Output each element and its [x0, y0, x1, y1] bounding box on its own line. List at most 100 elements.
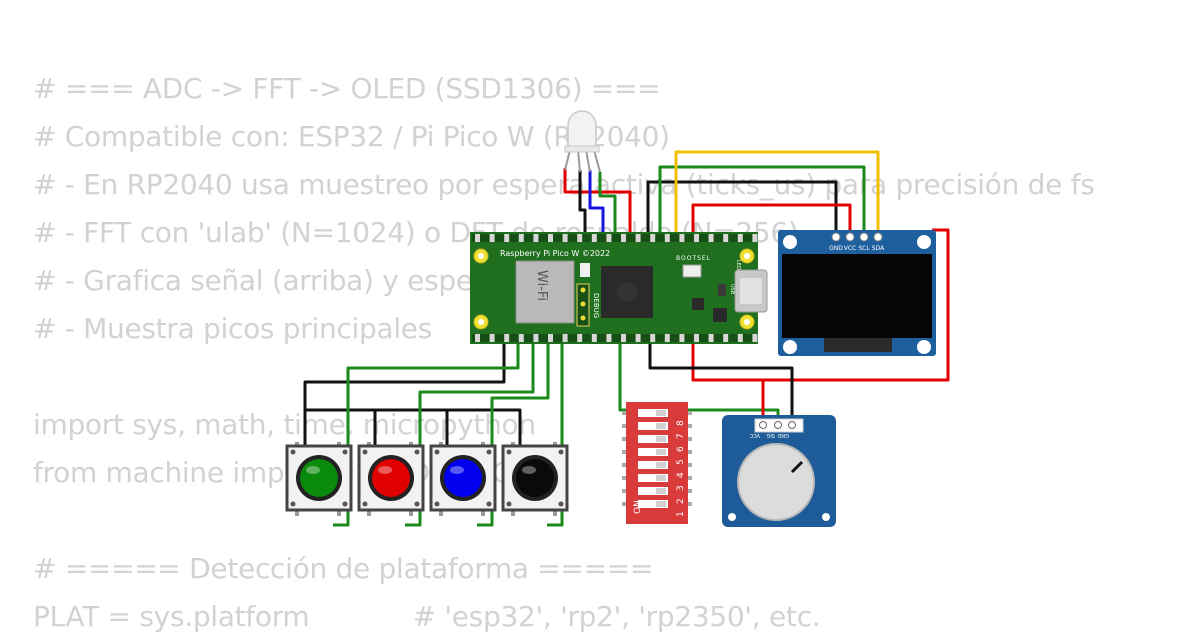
dip-toggle-knob: [656, 436, 666, 442]
wire-led-green[interactable]: [598, 172, 617, 238]
button-cap[interactable]: [444, 459, 482, 497]
wire-buttons-gnd-bus[interactable]: [305, 408, 522, 445]
dip-toggle-knob: [656, 488, 666, 494]
mount-hole: [822, 513, 830, 521]
bootsel-button[interactable]: [682, 264, 702, 278]
code-line: # === ADC -> FFT -> OLED (SSD1306) ===: [33, 72, 661, 105]
wire-oled-gnd[interactable]: [646, 180, 838, 238]
wire-button-black[interactable]: [547, 338, 564, 527]
pico-pin: [723, 334, 729, 342]
dip-toggle[interactable]: [638, 461, 668, 469]
pico-pin: [694, 334, 699, 342]
wire-oled-sda[interactable]: [674, 150, 880, 238]
pico-pin: [664, 334, 670, 342]
dip-toggle[interactable]: [638, 435, 668, 443]
raspberry-pi-pico-w[interactable]: Raspberry Pi Pico W ©2022 Wi-Fi DEBUG BO…: [470, 232, 768, 344]
button-cap[interactable]: [300, 459, 338, 497]
pico-pin: [489, 234, 495, 242]
pot-pin-label: SIG: [766, 432, 775, 438]
dip-toggle[interactable]: [638, 474, 668, 482]
pico-pin: [533, 234, 539, 242]
pico-top-pins: [472, 234, 756, 242]
pico-pin: [679, 334, 685, 342]
pico-pin: [475, 234, 480, 242]
dip-number: 2: [676, 498, 686, 504]
dip-pin: [688, 476, 692, 480]
dip-number: 6: [676, 446, 686, 452]
wire-oled-vcc[interactable]: [691, 203, 852, 238]
pico-pin: [504, 234, 510, 242]
dip-number: 5: [676, 459, 686, 465]
pico-pin: [752, 334, 758, 342]
code-line: PLAT = sys.platform # 'esp32', 'rp2', 'r…: [33, 600, 821, 633]
pico-pin: [548, 334, 553, 342]
push-button-blue[interactable]: [429, 442, 497, 516]
pico-pin: [635, 234, 641, 242]
dip-pin: [622, 476, 626, 480]
mount-hole: [783, 235, 797, 249]
pico-pin-headers: [475, 234, 758, 342]
wire-led-red[interactable]: [563, 168, 632, 238]
wire-button-blue[interactable]: [477, 338, 550, 527]
pico-pin: [635, 334, 641, 342]
dip-toggle-knob: [656, 449, 666, 455]
push-button-black[interactable]: [501, 442, 569, 516]
dip-toggle-knob: [656, 501, 666, 507]
pico-bottom-pins: [472, 334, 756, 342]
dip-pin: [688, 489, 692, 493]
dip-pin: [688, 450, 692, 454]
wire-power-red[interactable]: [691, 228, 950, 382]
dip-toggle[interactable]: [638, 448, 668, 456]
wire-led-blue[interactable]: [588, 170, 605, 238]
potentiometer[interactable]: VCC SIG GND: [722, 415, 836, 527]
wire-pot-gnd[interactable]: [648, 338, 794, 420]
dip-toggle[interactable]: [638, 500, 668, 508]
push-button-green[interactable]: [285, 442, 353, 516]
pot-pin-label: VCC: [749, 432, 760, 438]
push-buttons: [285, 442, 569, 516]
pico-pin: [606, 234, 612, 242]
wire-led-black[interactable]: [578, 170, 587, 238]
wire-button-red[interactable]: [405, 338, 535, 527]
usb-label: USB: [729, 284, 735, 295]
wire-buttons-gnd[interactable]: [303, 338, 506, 445]
dip-pin: [622, 489, 626, 493]
oled-ssd1306[interactable]: GND VCC SCL SDA: [778, 230, 936, 356]
wire-button-green[interactable]: [333, 338, 520, 527]
oled-pin-header: GND VCC SCL SDA: [829, 232, 885, 252]
pico-pin: [577, 334, 583, 342]
dip-number: 4: [676, 472, 686, 478]
pico-pin: [562, 234, 568, 242]
wire-oled-scl[interactable]: [658, 165, 866, 238]
dip-toggle[interactable]: [638, 487, 668, 495]
pico-pin: [591, 234, 597, 242]
pot-knob[interactable]: [737, 443, 815, 521]
dip-toggle[interactable]: [638, 422, 668, 430]
oled-screen: [782, 254, 932, 338]
oled-ribbon: [824, 338, 892, 352]
mount-hole: [917, 340, 931, 354]
rgb-led[interactable]: [564, 110, 601, 173]
pico-pin: [548, 234, 553, 242]
pot-knob-indicator: [790, 460, 804, 474]
code-line: # ===== Detección de plataforma =====: [33, 552, 654, 585]
wifi-module: [515, 260, 575, 324]
pico-pin: [606, 334, 612, 342]
dip-pin: [622, 450, 626, 454]
dip-number: 8: [676, 420, 686, 426]
button-cap[interactable]: [516, 459, 554, 497]
pico-pin: [708, 234, 714, 242]
push-button-red[interactable]: [357, 442, 425, 516]
dip-toggle[interactable]: [638, 409, 668, 417]
button-cap[interactable]: [372, 459, 410, 497]
wifi-label: Wi-Fi: [534, 270, 549, 301]
pico-pin: [737, 234, 743, 242]
dip-toggle-knob: [656, 462, 666, 468]
pico-pin: [708, 334, 714, 342]
wire-pot-vcc[interactable]: [693, 378, 765, 420]
pico-pin: [737, 334, 743, 342]
